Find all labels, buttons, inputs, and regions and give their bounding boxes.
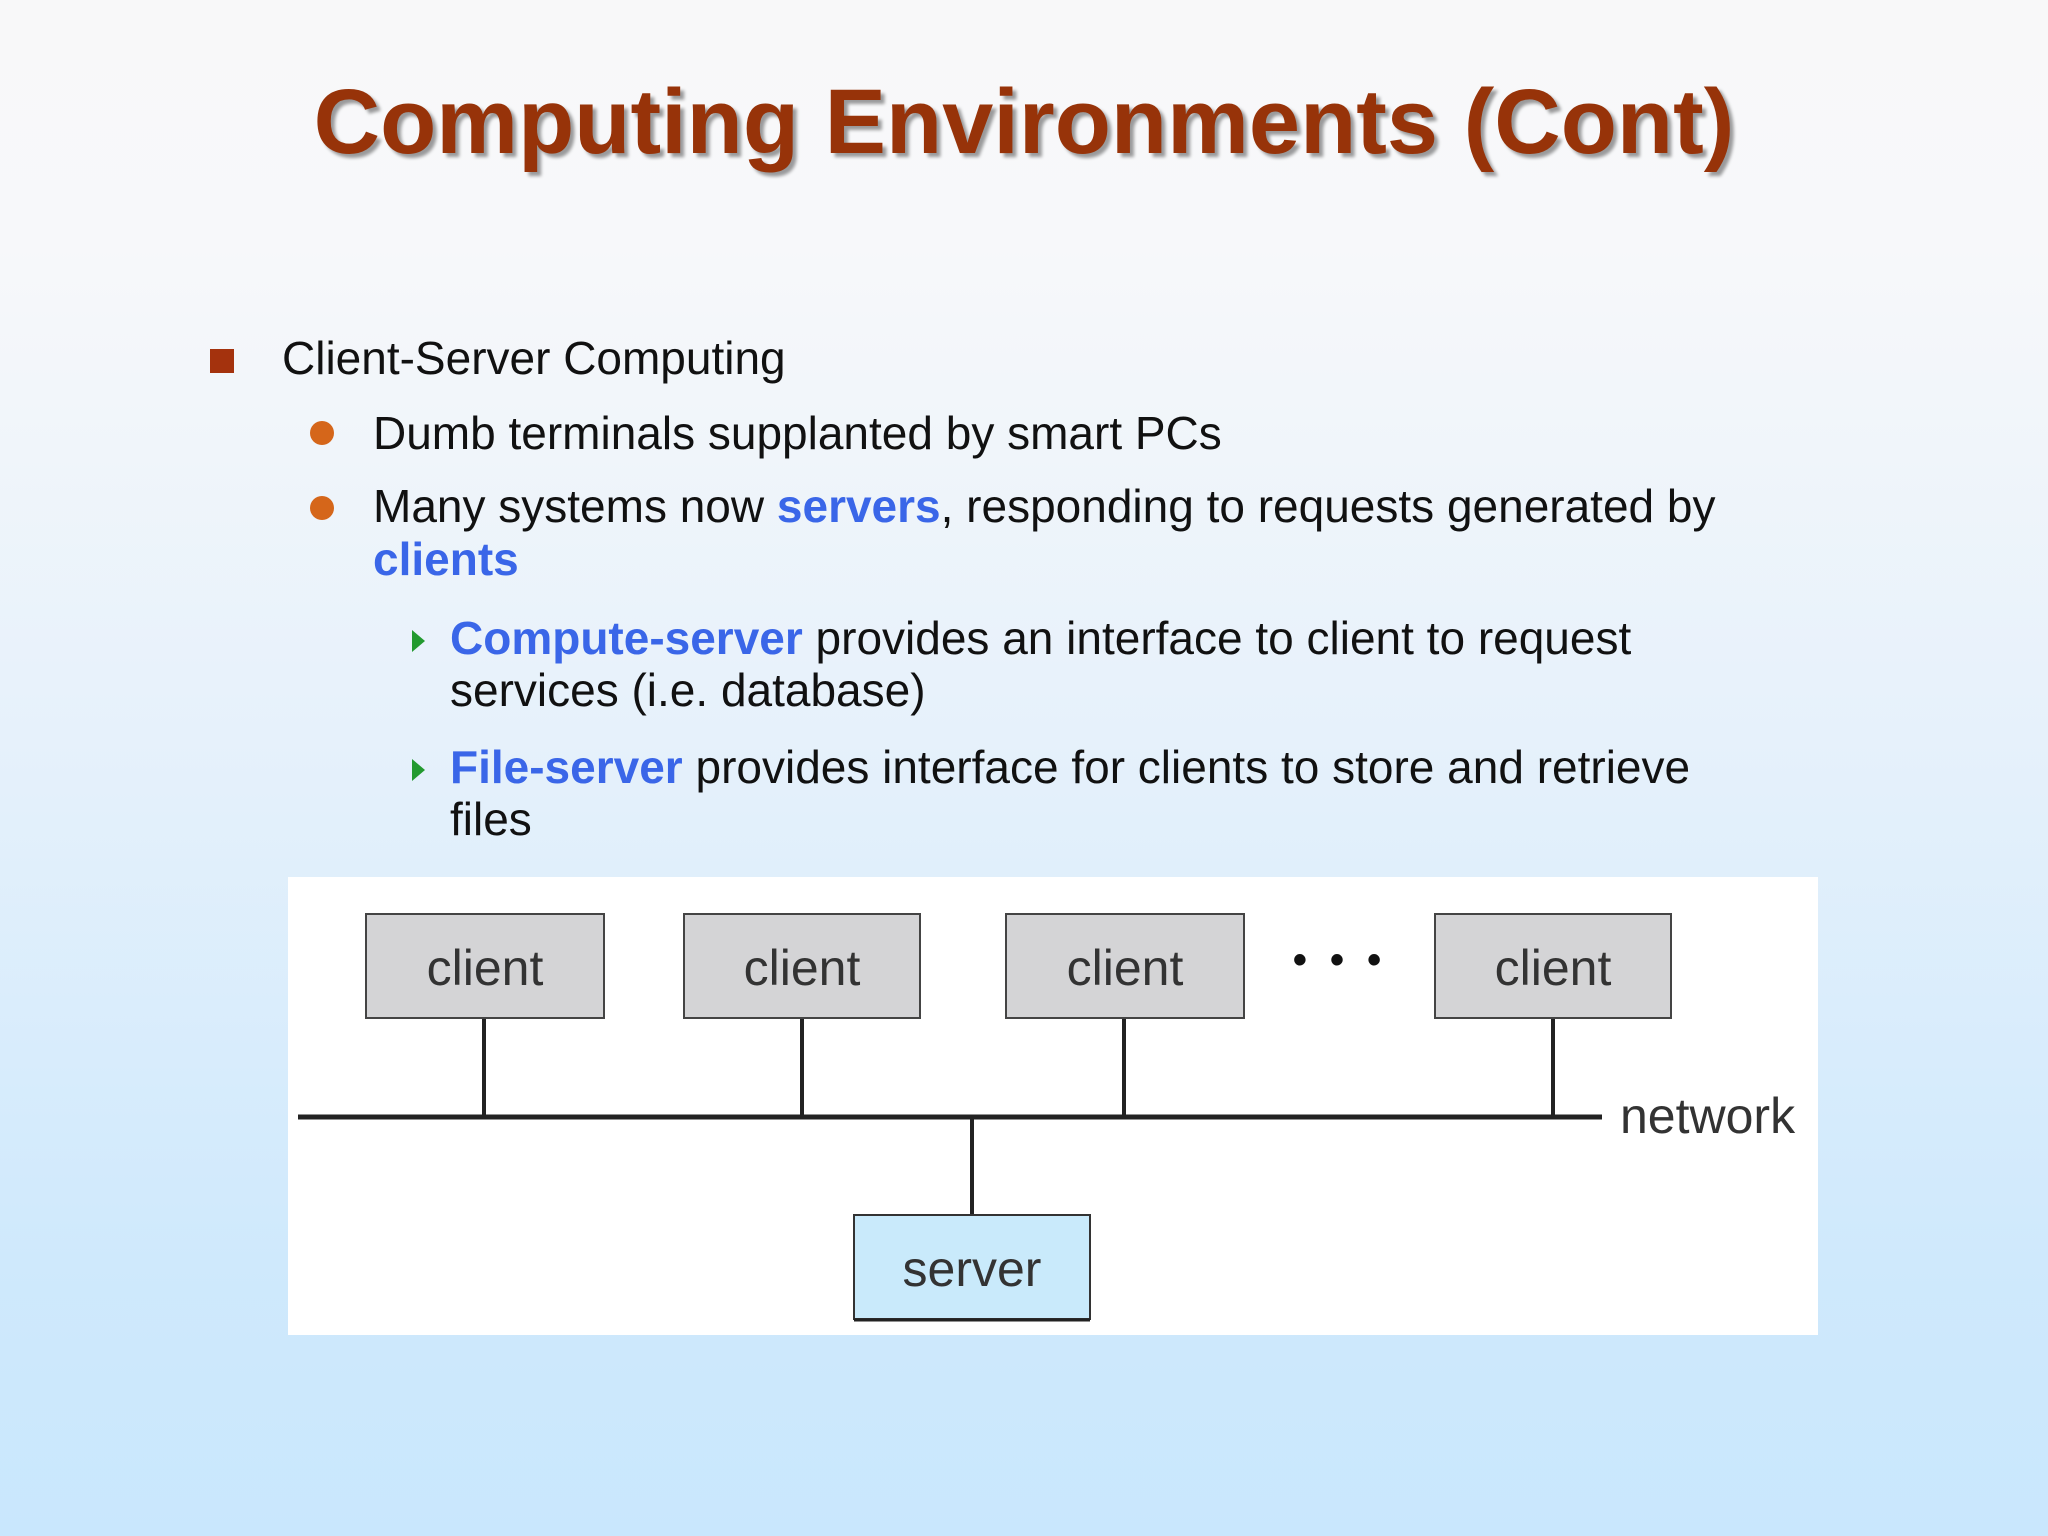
bullet-continuation: files: [450, 793, 532, 845]
bullet-text-segment: provides an interface to client to reque…: [802, 612, 1632, 664]
client-node: client: [1005, 913, 1245, 1019]
term-file-server: File-server: [450, 741, 683, 793]
client-node: client: [365, 913, 605, 1019]
dot-bullet-icon: [310, 496, 334, 520]
network-label: network: [1620, 1088, 1796, 1144]
bullet-dumb-terminals: Dumb terminals supplanted by smart PCs: [373, 407, 1222, 459]
client-node: client: [1434, 913, 1672, 1019]
term-servers: servers: [776, 480, 941, 532]
slide-title: Computing Environments (Cont): [313, 71, 1735, 173]
term-compute-server: Compute-server: [450, 612, 803, 664]
client-node: client: [683, 913, 921, 1019]
diagram-canvas: client client client • • • client networ…: [298, 913, 1796, 1322]
client-label: client: [1067, 940, 1184, 996]
bullet-list: Client-Server Computing Dumb terminals s…: [210, 332, 1715, 845]
square-bullet-icon: [210, 349, 234, 373]
client-server-diagram: client client client • • • client networ…: [288, 877, 1818, 1335]
client-label: client: [1495, 940, 1612, 996]
bullet-continuation: services (i.e. database): [450, 664, 926, 716]
bullet-file-server: File-server provides interface for clien…: [450, 741, 1690, 793]
client-label: client: [427, 940, 544, 996]
bullet-many-systems: Many systems now servers, responding to …: [373, 480, 1715, 533]
triangle-bullet-icon: [412, 630, 425, 652]
dot-bullet-icon: [310, 421, 334, 445]
connectors: [298, 1018, 1602, 1215]
server-label: server: [903, 1241, 1042, 1297]
client-label: client: [744, 940, 861, 996]
term-clients: clients: [373, 533, 519, 585]
bullet-text-segment: provides interface for clients to store …: [682, 741, 1691, 793]
bullet-text-segment: , responding to requests generated by: [940, 480, 1716, 532]
bullet-client-server: Client-Server Computing: [282, 332, 786, 384]
bullet-text-segment: Many systems now: [373, 480, 777, 532]
triangle-bullet-icon: [412, 759, 425, 781]
bullet-compute-server: Compute-server provides an interface to …: [450, 612, 1631, 664]
ellipsis-label: • • •: [1293, 938, 1387, 982]
server-node: server: [853, 1214, 1091, 1322]
